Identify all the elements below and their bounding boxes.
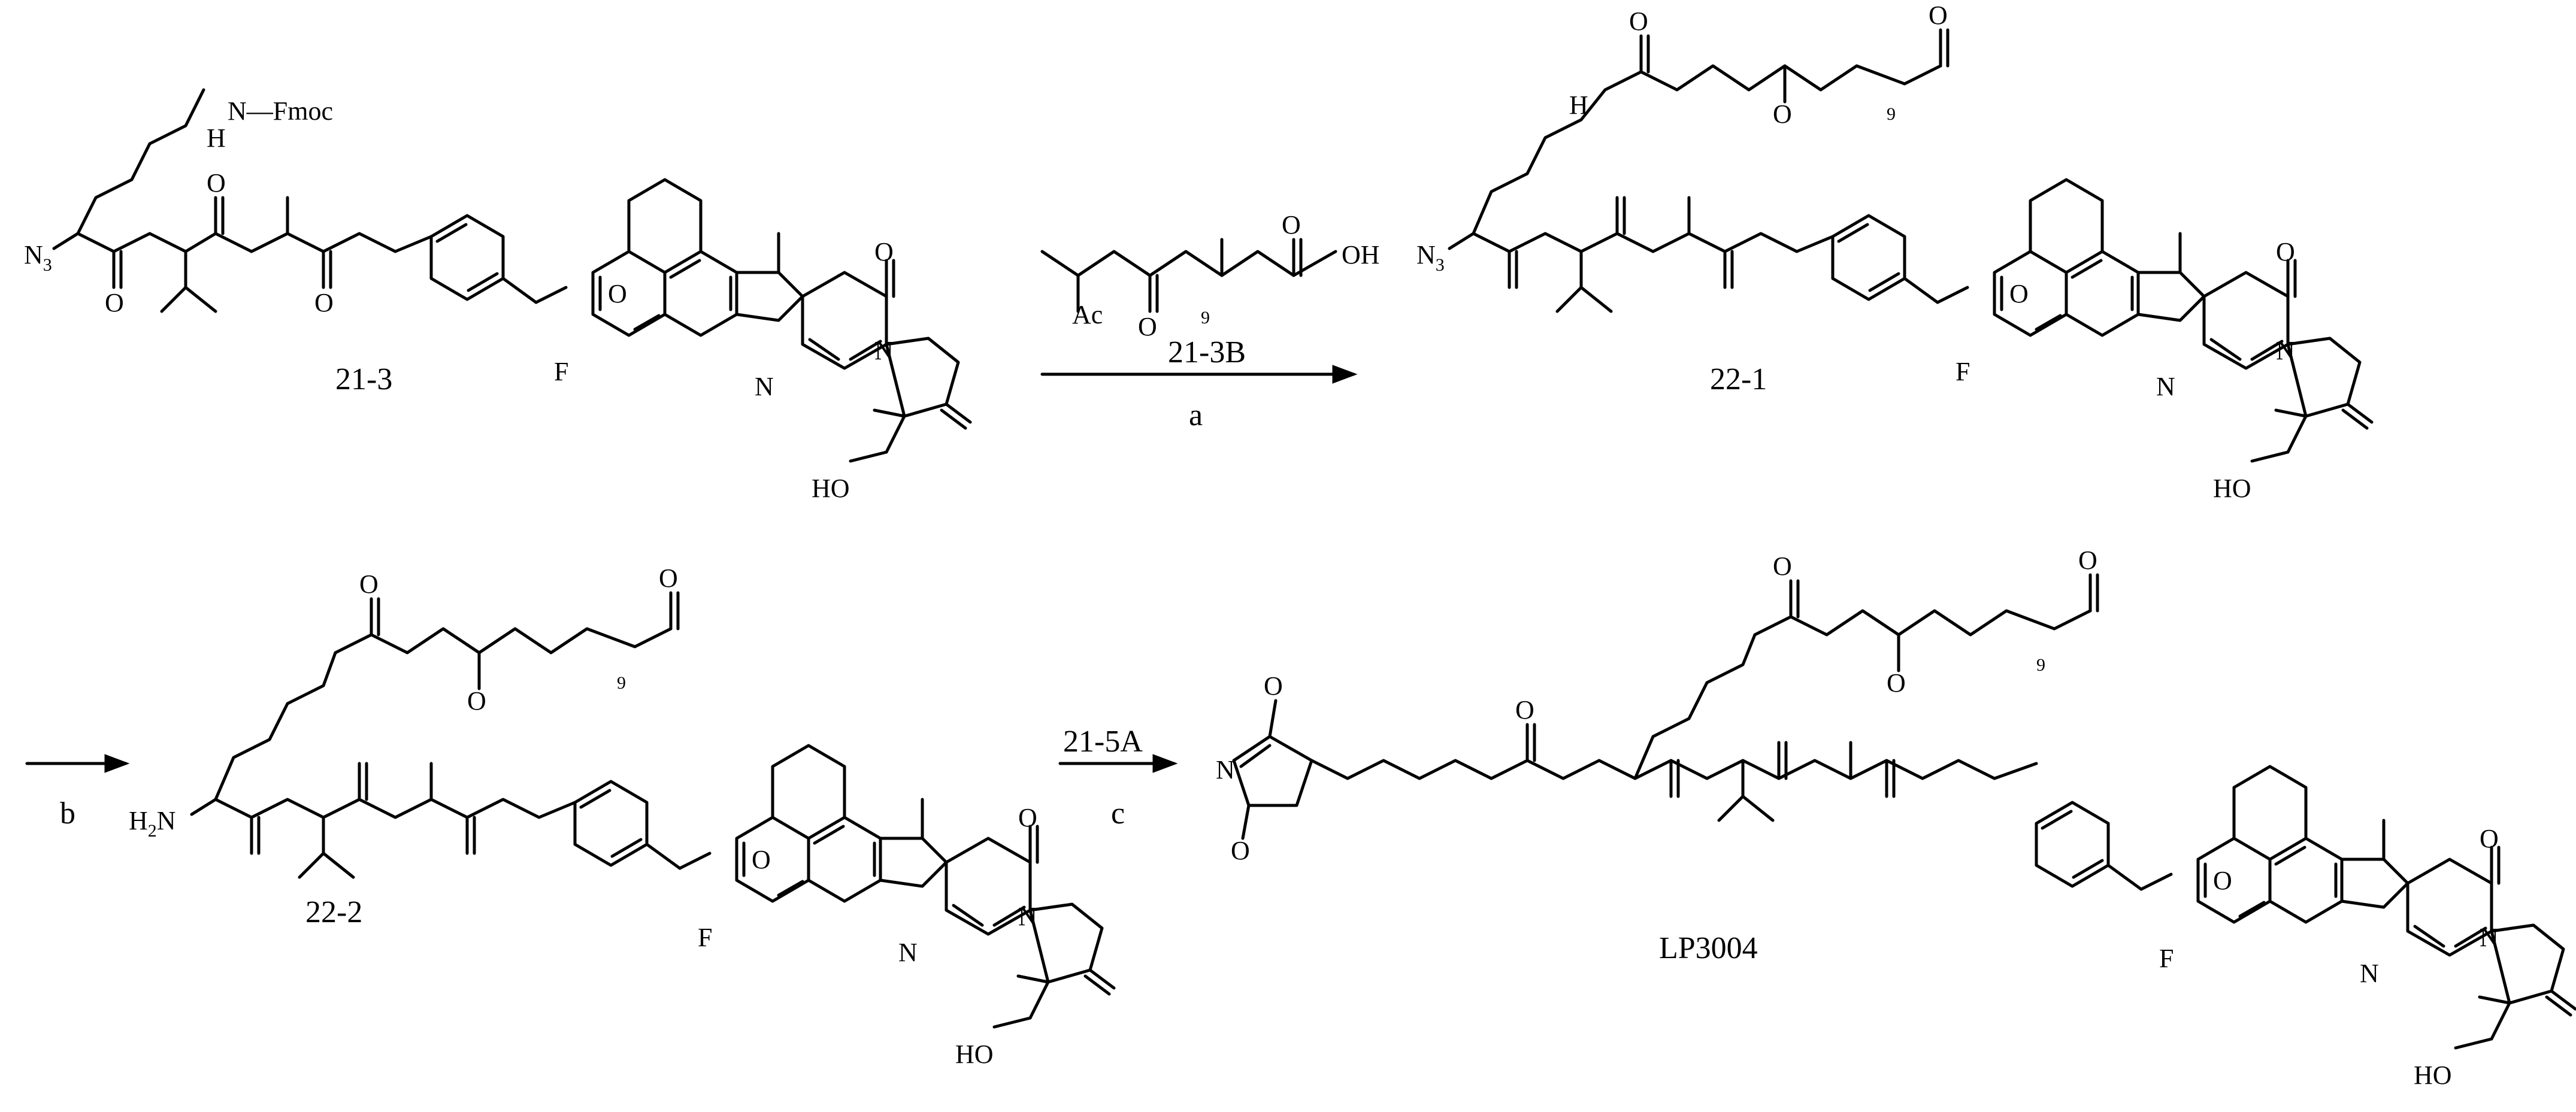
repeat-count: 9 <box>2036 655 2045 675</box>
atom-o: O <box>659 563 678 593</box>
atom-n: N <box>898 938 918 967</box>
compound-lp3004: O O N O O O O 9 O F N N O HO LP3004 <box>1216 546 2575 1090</box>
atom-o: O <box>1515 695 1534 725</box>
step-c: c <box>1111 796 1125 831</box>
step-b: b <box>60 796 75 831</box>
atom-f: F <box>698 923 712 952</box>
atom-o: O <box>105 288 124 317</box>
atom-o: O <box>1773 99 1792 129</box>
atom-n: N <box>2156 372 2175 401</box>
atom-n: N <box>2276 336 2295 365</box>
atom-o: O <box>2009 279 2029 308</box>
label-lp3004: LP3004 <box>1659 931 1758 965</box>
atom-ho: HO <box>812 474 850 503</box>
atom-fmoc-nh: N—Fmoc <box>228 96 333 126</box>
reagent-21-3B: 21-3B <box>1168 335 1246 369</box>
atom-o: O <box>752 845 771 874</box>
arrow-step-a: Ac O OH O 9 21-3B a <box>1040 210 1380 432</box>
label-22-2: 22-2 <box>305 895 362 929</box>
atom-ho: HO <box>2414 1061 2452 1090</box>
atom-f: F <box>554 357 568 386</box>
atom-n: N <box>874 336 894 365</box>
atom-f: F <box>2159 944 2174 973</box>
atom-ho: HO <box>2213 474 2251 503</box>
atom-o: O <box>467 686 486 716</box>
label-22-1: 22-1 <box>1710 362 1767 396</box>
atom-o: O <box>1629 7 1648 36</box>
atom-o: O <box>2480 824 2499 853</box>
atom-o: O <box>359 569 379 599</box>
atom-ho: HO <box>955 1040 994 1069</box>
atom-o: O <box>207 168 226 198</box>
atom-o: O <box>1231 836 1250 865</box>
repeat-count: 9 <box>1887 104 1896 124</box>
atom-o: O <box>1773 552 1792 581</box>
atom-o: O <box>2213 866 2232 895</box>
atom-n: N <box>755 372 774 401</box>
repeat-count: 9 <box>617 673 626 693</box>
atom-o: O <box>874 237 894 266</box>
atom-n: N <box>2360 959 2379 988</box>
atom-oh: OH <box>1342 240 1380 269</box>
atom-n: N <box>2480 923 2499 952</box>
atom-n: N <box>1216 755 1235 784</box>
compound-22-2: H2N O O O 9 O F N N O HO 22-2 <box>129 563 1114 1069</box>
atom-o: O <box>1929 1 1948 30</box>
atom-o: O <box>1264 671 1283 701</box>
step-a: a <box>1189 398 1203 432</box>
atom-o: O <box>1887 668 1906 698</box>
atom-h: H <box>207 123 226 153</box>
atom-f: F <box>1956 357 1970 386</box>
atom-o: O <box>2078 546 2097 575</box>
atom-n3: N3 <box>1416 240 1445 275</box>
compound-22-1: N3 O O O 9 H O F N N O HO 22-1 <box>1416 1 2372 503</box>
atom-n3: N3 <box>24 240 52 275</box>
atom-o: O <box>314 288 334 317</box>
label-21-3: 21-3 <box>335 362 392 396</box>
compound-21-3: N—Fmoc H N3 O O O O F N N O HO 21-3 <box>24 88 970 503</box>
arrow-step-b: b <box>25 754 130 831</box>
atom-o: O <box>2276 237 2295 266</box>
arrow-step-c: 21-5A c <box>1058 725 1178 831</box>
atom-o: O <box>1138 312 1157 341</box>
atom-ac: Ac <box>1072 300 1103 329</box>
atom-o: O <box>608 279 627 308</box>
atom-h: H <box>1569 90 1588 120</box>
reagent-21-5A: 21-5A <box>1063 725 1143 759</box>
atom-o: O <box>1018 803 1037 832</box>
atom-n: N <box>1018 902 1037 931</box>
atom-h2n: H2N <box>129 806 176 841</box>
repeat-count: 9 <box>1201 308 1210 328</box>
atom-o: O <box>1282 210 1301 240</box>
